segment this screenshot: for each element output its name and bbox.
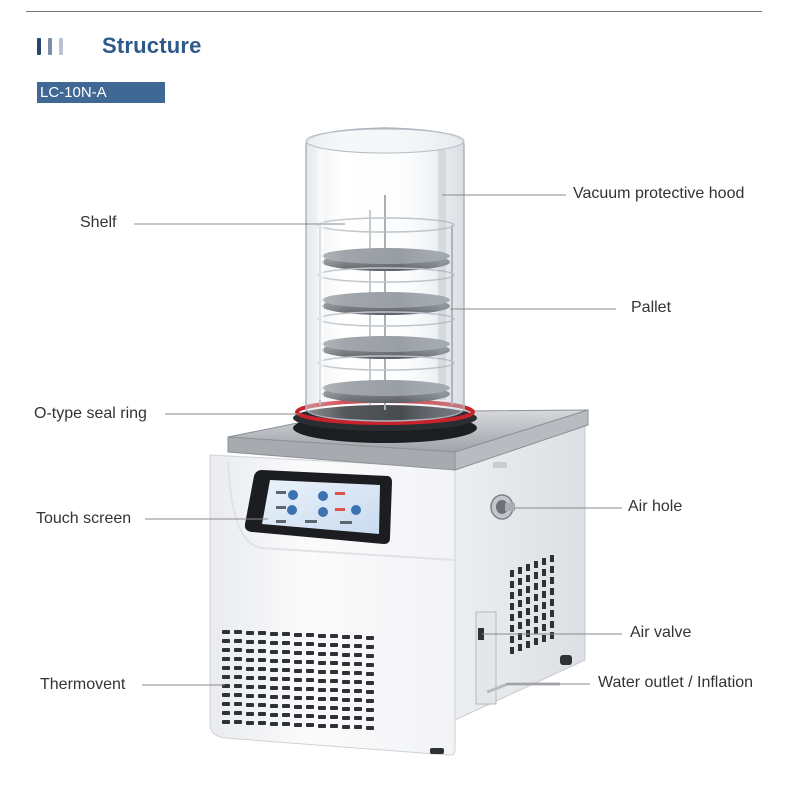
cabinet-feet xyxy=(430,655,572,754)
label-vacuum-protective-hood: Vacuum protective hood xyxy=(573,185,745,202)
label-touch-screen: Touch screen xyxy=(36,510,132,527)
title-bar-dark xyxy=(37,38,41,55)
label-air-hole: Air hole xyxy=(628,498,683,515)
page-title: Structure xyxy=(102,33,202,58)
side-panel xyxy=(475,462,507,705)
touch-screen xyxy=(244,470,392,544)
label-pallet: Pallet xyxy=(631,299,672,316)
title-bar-mid xyxy=(48,38,52,55)
label-shelf: Shelf xyxy=(80,214,117,231)
air-hole-fitting xyxy=(490,494,515,520)
top-divider xyxy=(26,11,762,12)
label-thermovent: Thermovent xyxy=(40,676,126,693)
model-badge: LC-10N-A xyxy=(37,82,165,103)
label-water-outlet-inflation: Water outlet / Inflation xyxy=(598,674,754,691)
vacuum-protective-hood xyxy=(305,127,465,422)
side-vent-grille xyxy=(510,555,554,654)
thermovent-grille xyxy=(222,630,374,730)
label-o-type-seal-ring: O-type seal ring xyxy=(34,405,147,422)
leader-lines xyxy=(134,194,622,686)
title-bar-light xyxy=(59,38,63,55)
label-air-valve: Air valve xyxy=(630,624,692,641)
